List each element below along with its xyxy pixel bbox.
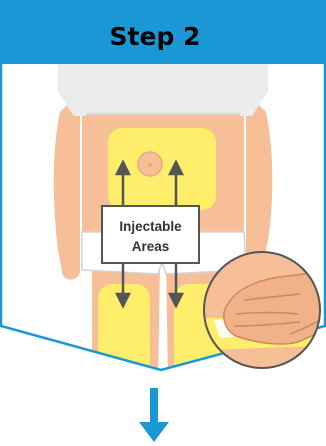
shirt [58,62,268,116]
hand-pinch-inset [204,252,320,368]
step-title: Step 2 [110,22,201,51]
down-arrow-icon [138,388,170,444]
injectable-areas-label-box [102,206,199,263]
injectable-areas-label-line2: Areas [132,239,170,254]
step-2-panel: Injectable Areas Step 2 [0,0,326,380]
injectable-areas-label-line1: Injectable [119,219,182,234]
